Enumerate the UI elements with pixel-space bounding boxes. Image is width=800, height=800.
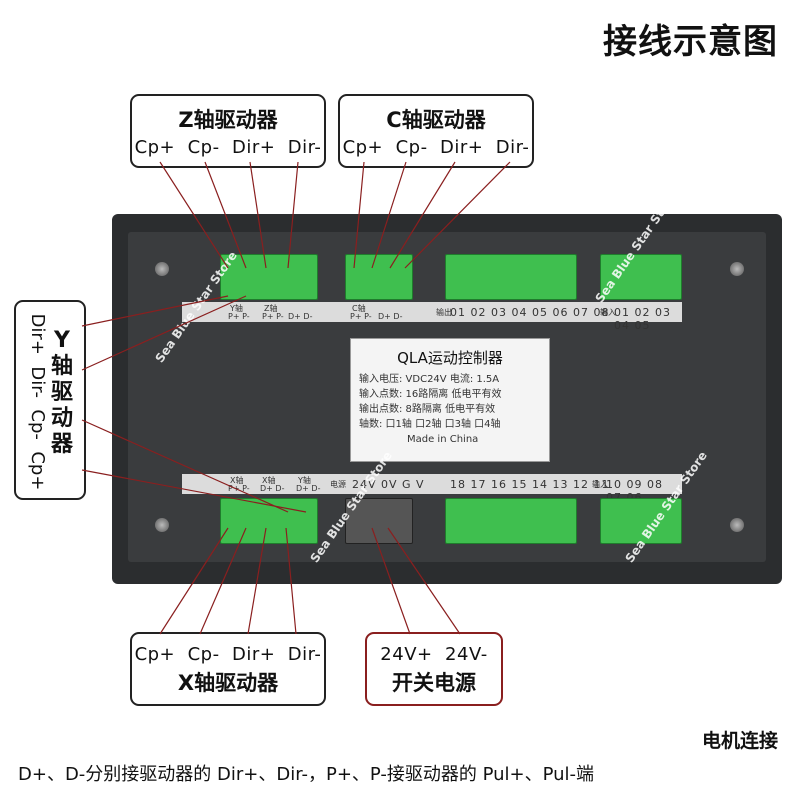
x-driver-title: X轴驱动器 — [177, 671, 279, 695]
footer-note: D+、D-分别接驱动器的 Dir+、Dir-，P+、P-接驱动器的 Pul+、P… — [18, 764, 595, 785]
terminal-block-in-a — [445, 498, 577, 544]
product-label-made: Made in China — [407, 434, 479, 445]
power-supply-signals: 24V+ 24V- — [380, 644, 488, 665]
terminal-block-z — [220, 254, 318, 300]
strip-c-dir: D+ D- — [378, 312, 403, 321]
power-supply-box: 24V+ 24V- 开关电源 — [365, 632, 503, 706]
wire — [353, 161, 365, 269]
screw-icon — [730, 518, 744, 532]
bottom-label-strip: X轴 P+ P- X轴 D+ D- Y轴 D+ D- 电源 24V 0V G V… — [182, 474, 682, 504]
x-driver-box: Cp+ Cp- Dir+ Dir- X轴驱动器 — [130, 632, 326, 706]
footer-heading: 电机连接 — [701, 730, 778, 752]
terminal-block-in-b — [600, 498, 682, 544]
wire — [371, 527, 411, 635]
strip-y-axis: Y轴 — [298, 476, 311, 485]
wire — [199, 527, 247, 635]
wire — [159, 527, 229, 635]
power-supply-title: 开关电源 — [392, 671, 476, 695]
strip-x-pulse: P+ P- — [228, 484, 250, 493]
wire — [404, 161, 511, 269]
strip-z-axis: Z轴 — [264, 304, 278, 313]
wire — [249, 161, 267, 269]
wire — [389, 161, 456, 269]
screw-icon — [730, 262, 744, 276]
product-label-line: 轴数: 口1轴 口2轴 口3轴 口4轴 — [359, 419, 501, 430]
strip-x-dir: D+ D- — [260, 484, 285, 493]
wire — [81, 419, 289, 513]
terminal-block-c — [345, 254, 413, 300]
strip-in-nums-a: 18 17 16 15 14 13 12 11 — [450, 478, 610, 491]
strip-x-axis: X轴 — [230, 476, 244, 485]
y-driver-box: Dir+ Dir- Cp- Cp+ Y轴驱动器 — [14, 300, 86, 500]
top-label-strip: Y轴 P+ P- Z轴 P+ P- D+ D- C轴 P+ P- D+ D- 输… — [182, 302, 682, 332]
strip-z-pulse: P+ P- — [262, 312, 284, 321]
strip-x-axis-2: X轴 — [262, 476, 276, 485]
wire — [81, 295, 247, 371]
strip-out-label: 输出 — [436, 308, 452, 317]
strip-in-nums: 01 02 03 04 05 — [614, 306, 671, 332]
c-driver-title: C轴驱动器 — [386, 108, 486, 132]
strip-y-dir: D+ D- — [296, 484, 321, 493]
product-label-line: 输入电压: VDC24V 电流: 1.5A — [359, 374, 500, 385]
wire — [285, 527, 297, 635]
wire — [204, 161, 247, 269]
wire — [159, 161, 229, 269]
product-label-title: QLA运动控制器 — [397, 349, 503, 367]
strip-y-pulse: P+ P- — [228, 312, 250, 321]
c-driver-signals: Cp+ Cp- Dir+ Dir- — [342, 137, 530, 158]
product-label: QLA运动控制器 输入电压: VDC24V 电流: 1.5A 输入点数: 16路… — [350, 338, 550, 462]
wire — [287, 161, 299, 269]
strip-c-pulse: P+ P- — [350, 312, 372, 321]
strip-y-axis: Y轴 — [230, 304, 243, 313]
z-driver-title: Z轴驱动器 — [178, 108, 278, 132]
screw-icon — [155, 262, 169, 276]
screw-icon — [155, 518, 169, 532]
product-label-line: 输入点数: 16路隔离 低电平有效 — [359, 389, 502, 400]
strip-in-label: 输入 — [600, 308, 616, 317]
z-driver-signals: Cp+ Cp- Dir+ Dir- — [134, 137, 322, 158]
y-driver-title: Y轴驱动器 — [50, 328, 73, 457]
terminal-block-in-top — [600, 254, 682, 300]
wire — [371, 161, 407, 269]
x-driver-signals: Cp+ Cp- Dir+ Dir- — [134, 644, 322, 665]
product-label-line: 输出点数: 8路隔离 低电平有效 — [359, 404, 496, 415]
strip-c-axis: C轴 — [352, 304, 366, 313]
strip-out-nums: 01 02 03 04 05 06 07 08 — [450, 306, 610, 319]
strip-power-label: 电源 — [330, 480, 346, 489]
wire — [247, 527, 267, 635]
page-title: 接线示意图 — [603, 22, 778, 62]
strip-power-pins: 24V 0V G V — [352, 478, 425, 491]
strip-in-label: 输入 — [592, 480, 608, 489]
c-driver-box: C轴驱动器 Cp+ Cp- Dir+ Dir- — [338, 94, 534, 168]
strip-z-dir: D+ D- — [288, 312, 313, 321]
wire — [81, 295, 229, 327]
terminal-block-out — [445, 254, 577, 300]
wire — [81, 469, 307, 513]
wire — [387, 527, 461, 635]
terminal-block-power — [345, 498, 413, 544]
z-driver-box: Z轴驱动器 Cp+ Cp- Dir+ Dir- — [130, 94, 326, 168]
